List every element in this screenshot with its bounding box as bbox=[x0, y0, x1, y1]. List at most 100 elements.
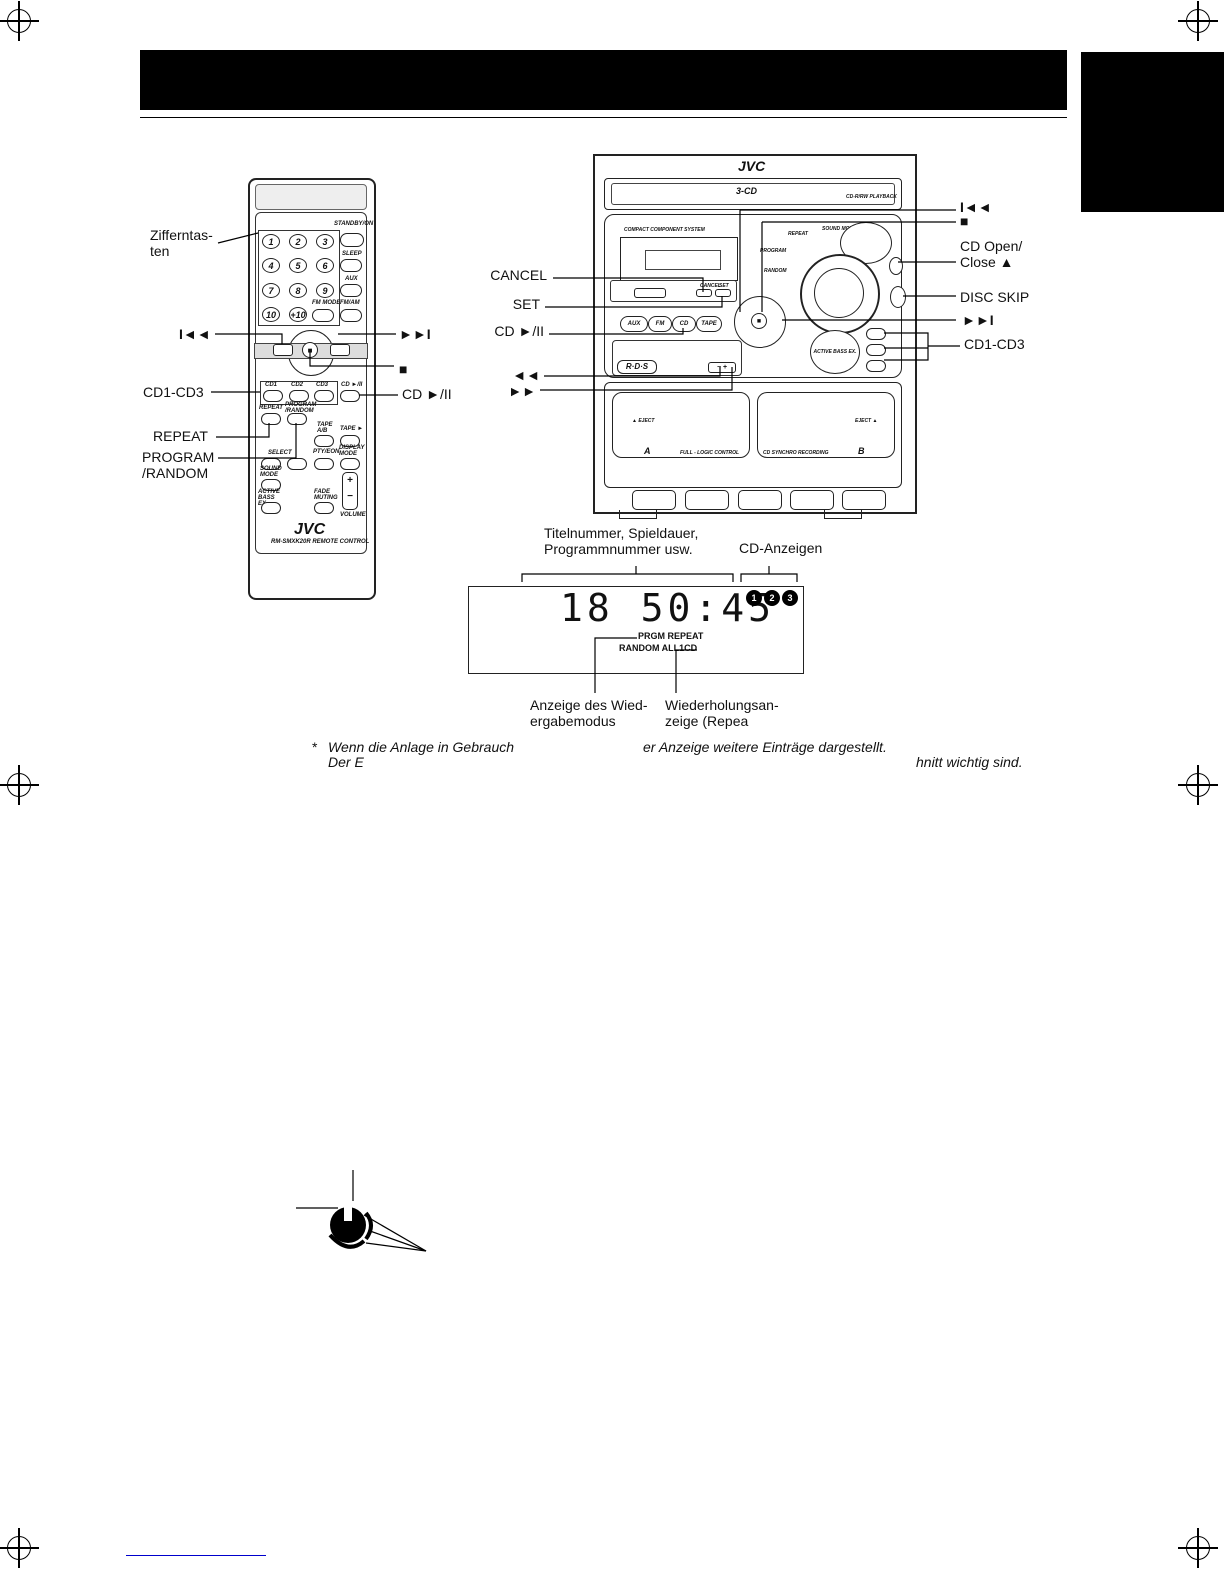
number-key-3[interactable]: 3 bbox=[316, 234, 334, 249]
unit-stop-button[interactable]: ■ bbox=[751, 313, 767, 329]
remote-select-plus-button[interactable] bbox=[287, 458, 307, 470]
unit-cd2-button[interactable] bbox=[866, 344, 886, 356]
unit-cd1-button[interactable] bbox=[866, 328, 886, 340]
caption-cd-indicators: CD-Anzeigen bbox=[739, 540, 823, 556]
remote-fm-am-button[interactable] bbox=[340, 309, 362, 322]
deck-b-label: B bbox=[858, 446, 865, 456]
crop-mark-mid-right bbox=[1178, 765, 1218, 805]
remote-display-mode-label: DISPLAY MODE bbox=[339, 445, 365, 457]
cd-tray bbox=[604, 178, 902, 210]
label-zifferntasten: Zifferntas- ten bbox=[150, 227, 213, 259]
remote-next-button[interactable] bbox=[330, 344, 350, 356]
remote-repeat-button[interactable] bbox=[261, 413, 281, 425]
label-unit-cancel: CANCEL bbox=[490, 267, 547, 283]
speaker-port-5 bbox=[842, 490, 886, 510]
unit-cd3-button[interactable] bbox=[866, 360, 886, 372]
remote-cd1-label: CD1 bbox=[265, 382, 278, 388]
remote-pty-button[interactable] bbox=[314, 458, 334, 470]
label-unit-cd1-cd3: CD1-CD3 bbox=[964, 336, 1025, 352]
remote-pty-label: PTY/EON bbox=[313, 449, 340, 455]
unit-tape-button[interactable]: TAPE bbox=[696, 316, 722, 332]
number-key-plus10[interactable]: +10 bbox=[289, 307, 307, 322]
remote-standby-label: STANDBY/ON bbox=[334, 221, 374, 227]
remote-volume-rocker[interactable]: +− bbox=[342, 472, 358, 510]
compact-system-label: COMPACT COMPONENT SYSTEM bbox=[624, 227, 705, 233]
caption-track-info: Titelnummer, Spieldauer, Programmnummer … bbox=[544, 525, 699, 557]
crop-mark-top-right bbox=[1178, 1, 1218, 41]
remote-select-label: SELECT bbox=[268, 450, 292, 456]
remote-tape-ab-button[interactable] bbox=[314, 435, 334, 447]
label-unit-cd-open: CD Open/ Close ▲ bbox=[960, 238, 1023, 270]
unit-cancel-button[interactable] bbox=[696, 289, 712, 297]
remote-prev-button[interactable] bbox=[273, 344, 293, 356]
disc-skip-button[interactable] bbox=[890, 286, 906, 308]
unit-random-label: RANDOM bbox=[764, 268, 787, 274]
label-remote-stop: ■ bbox=[399, 361, 408, 377]
remote-sound-mode-label: SOUND MODE bbox=[260, 466, 282, 478]
cd-tray-slot bbox=[611, 183, 895, 205]
unit-sequence-button[interactable] bbox=[634, 288, 666, 298]
deck-a-label: A bbox=[644, 446, 651, 456]
unit-aux-button[interactable]: AUX bbox=[620, 316, 648, 332]
number-key-8[interactable]: 8 bbox=[289, 283, 307, 298]
unit-rew-ff-buttons[interactable]: − + bbox=[708, 362, 736, 373]
disc-indicator-1: 1 bbox=[746, 590, 762, 606]
active-bass-button[interactable]: ACTIVE BASS EX. bbox=[810, 330, 860, 374]
crop-mark-mid-left bbox=[0, 765, 39, 805]
unit-brand-logo: JVC bbox=[738, 158, 766, 174]
remote-repeat-label: REPEAT bbox=[259, 405, 283, 411]
number-key-4[interactable]: 4 bbox=[262, 258, 280, 273]
remote-active-bass-button[interactable] bbox=[261, 502, 281, 514]
label-remote-next: ►►I bbox=[399, 326, 431, 342]
cd-buttons-frame bbox=[260, 381, 338, 405]
tape-deck-a bbox=[612, 392, 750, 458]
unit-fm-button[interactable]: FM bbox=[648, 316, 672, 332]
number-key-6[interactable]: 6 bbox=[316, 258, 334, 273]
footnote-line1-a: Wenn die Anlage in Gebrauch bbox=[328, 739, 515, 755]
footnote-line1-b: er Anzeige weitere Einträge dargestellt. bbox=[643, 739, 887, 755]
remote-cd3-button[interactable] bbox=[314, 390, 334, 402]
display-readout: 18 50:45 bbox=[560, 586, 776, 630]
speaker-port-4 bbox=[790, 490, 834, 510]
unit-cd-play-button[interactable]: CD bbox=[672, 316, 696, 332]
label-unit-stop: ■ bbox=[960, 213, 969, 229]
tape-deck-b bbox=[757, 392, 895, 458]
number-key-9[interactable]: 9 bbox=[316, 283, 334, 298]
remote-sound-mode-button[interactable] bbox=[261, 479, 281, 491]
remote-fade-muting-button[interactable] bbox=[314, 502, 334, 514]
label-unit-prev: I◄◄ bbox=[960, 199, 992, 215]
remote-display-mode-button[interactable] bbox=[340, 458, 360, 470]
remote-body-panel bbox=[255, 212, 367, 554]
indicator-random-all: RANDOM ALL1CD bbox=[619, 643, 698, 653]
unit-foot-right bbox=[824, 510, 862, 519]
remote-aux-button[interactable] bbox=[340, 284, 362, 297]
unit-sound-mode-label: SOUND MODE bbox=[822, 226, 857, 232]
remote-cd2-button[interactable] bbox=[289, 390, 309, 402]
disc-indicator-3: 3 bbox=[782, 590, 798, 606]
remote-program-button[interactable] bbox=[287, 413, 307, 425]
unit-cancel-set-panel bbox=[610, 280, 737, 302]
label-remote-prev: I◄◄ bbox=[179, 326, 211, 342]
remote-volume-label: VOLUME bbox=[340, 512, 366, 518]
number-key-1[interactable]: 1 bbox=[262, 234, 280, 249]
remote-sleep-button[interactable] bbox=[340, 259, 362, 272]
remote-tape-button[interactable] bbox=[340, 435, 360, 447]
remote-cd1-button[interactable] bbox=[263, 390, 283, 402]
remote-standby-button[interactable] bbox=[340, 233, 364, 247]
crop-mark-bottom-left bbox=[0, 1528, 39, 1568]
remote-cd-play-button[interactable] bbox=[340, 390, 360, 402]
remote-fm-am-label: FM/AM bbox=[340, 300, 360, 306]
remote-tape-label: TAPE ► bbox=[340, 426, 364, 432]
unit-set-button[interactable] bbox=[715, 289, 731, 297]
remote-fm-mode-button[interactable] bbox=[312, 309, 334, 322]
number-key-5[interactable]: 5 bbox=[289, 258, 307, 273]
number-key-7[interactable]: 7 bbox=[262, 283, 280, 298]
disc-indicator-2: 2 bbox=[764, 590, 780, 606]
number-key-10[interactable]: 10 bbox=[262, 307, 280, 322]
number-key-2[interactable]: 2 bbox=[289, 234, 307, 249]
eject-b-label: EJECT ▲ bbox=[855, 418, 878, 424]
header-rule bbox=[140, 117, 1067, 118]
remote-program-label: PROGRAM /RANDOM bbox=[285, 402, 317, 414]
remote-cd3-label: CD3 bbox=[316, 382, 329, 388]
